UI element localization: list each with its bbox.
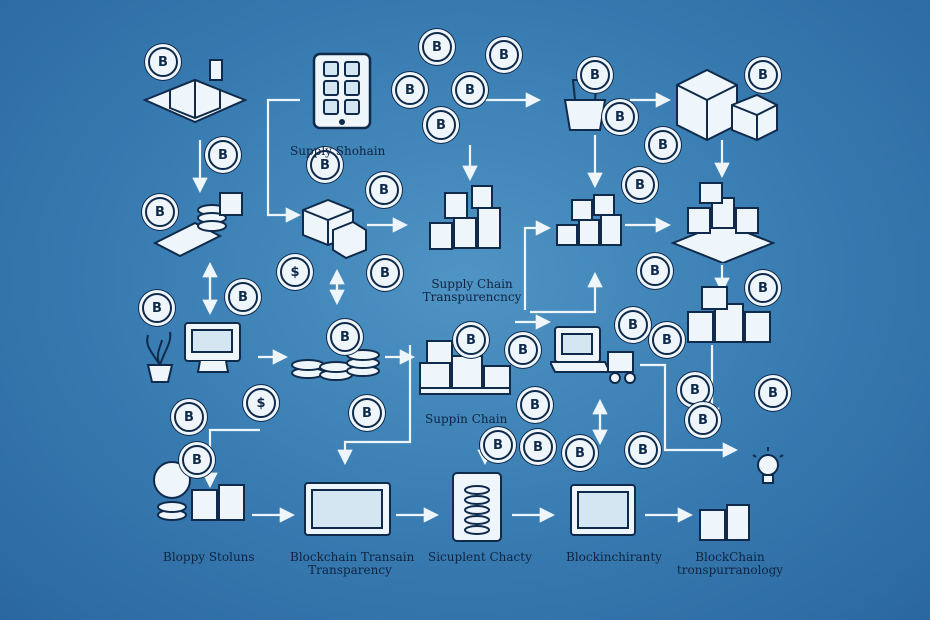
coin-icon: B — [618, 310, 648, 340]
coin-icon: B — [748, 273, 778, 303]
ledger-coins-illustration — [152, 192, 243, 258]
coin-icon: B — [625, 170, 655, 200]
arrow-center-lower-right — [530, 271, 603, 314]
coin-icon: B — [426, 110, 456, 140]
coin-icon: B — [580, 60, 610, 90]
coin-icon: B — [456, 325, 486, 355]
arrow-center-right-loop — [523, 220, 552, 310]
lightbulb-icon — [752, 447, 784, 484]
coin-icon: B — [628, 435, 658, 465]
coin-icon: B — [145, 197, 175, 227]
coin-icon: B — [395, 75, 425, 105]
coin-icon: B — [652, 325, 682, 355]
coin-icon: B — [228, 282, 258, 312]
coin-icon: B — [148, 47, 178, 77]
coin-icon: B — [352, 398, 382, 428]
coin-icon: B — [142, 293, 172, 323]
coin-icon: B — [523, 432, 553, 462]
label-blockinchiranty: Blockinchiranty — [566, 550, 662, 564]
arrow-truck-to-bulb — [640, 363, 739, 458]
coin-icon: B — [605, 102, 635, 132]
coin-icon: B — [310, 150, 340, 180]
box-stack-small-illustration — [699, 504, 750, 541]
coin-icon: B — [455, 75, 485, 105]
dollar-coin-icon: $ — [246, 388, 276, 418]
coin-icon: B — [648, 130, 678, 160]
open-boxes-illustration — [302, 198, 367, 260]
coin-icon: B — [640, 256, 670, 286]
coin-icon: B — [758, 378, 788, 408]
coin-icon: B — [680, 375, 710, 405]
coin-icon: B — [565, 438, 595, 468]
dollar-coin-icon: $ — [280, 257, 310, 287]
center-box-pile-illustration — [429, 185, 501, 250]
dashboard-illustration — [570, 484, 636, 536]
tablet-illustration — [312, 52, 372, 130]
computer-plant-illustration — [146, 322, 241, 383]
coin-icon: B — [370, 258, 400, 288]
money-bag-illustration — [563, 79, 607, 131]
arrow-tablet-loop — [266, 98, 302, 223]
coin-icon: B — [330, 322, 360, 352]
coin-icon: B — [422, 32, 452, 62]
label-supply-chain-transparency: Supply Chain Transpurencncy — [422, 277, 522, 304]
laptop-truck-illustration — [550, 326, 636, 384]
label-blockchain-transain: Blockchain Transain Transparency — [290, 550, 415, 577]
coin-boxes-illustration — [153, 461, 245, 521]
coin-icon: B — [369, 175, 399, 205]
label-bloppy-stoluns: Bloppy Stoluns — [163, 550, 255, 564]
arrow-center-down-loop — [337, 345, 412, 466]
label-supply-shochain: Supply Shohain — [290, 144, 386, 158]
coin-icon: B — [182, 445, 212, 475]
coin-icon: B — [489, 40, 519, 70]
coin-icon: B — [748, 60, 778, 90]
stacked-boxes-illustration — [676, 68, 778, 142]
coin-icon: B — [520, 390, 550, 420]
coin-icon: B — [508, 335, 538, 365]
coin-icon: B — [483, 430, 513, 460]
coin-icon: B — [208, 140, 238, 170]
label-sicuplent-chacty: Sicuplent Chacty — [428, 550, 532, 564]
label-suppin-chain: Suppin Chain — [425, 412, 508, 426]
coin-tower-illustration — [452, 472, 502, 542]
coin-icon: B — [174, 402, 204, 432]
pallet-boxes-illustration — [556, 194, 622, 246]
monitor-illustration — [304, 482, 391, 536]
warehouse-platform-illustration — [142, 59, 248, 124]
coin-stacks-illustration — [291, 349, 380, 381]
right-box-stack-illustration — [687, 286, 771, 343]
coin-icon: B — [688, 405, 718, 435]
crates-pallet-illustration — [419, 340, 511, 395]
pallet-cluster-illustration — [670, 182, 776, 263]
label-blockchain-tronspurranology: BlockChain tronspurranology — [676, 550, 784, 577]
